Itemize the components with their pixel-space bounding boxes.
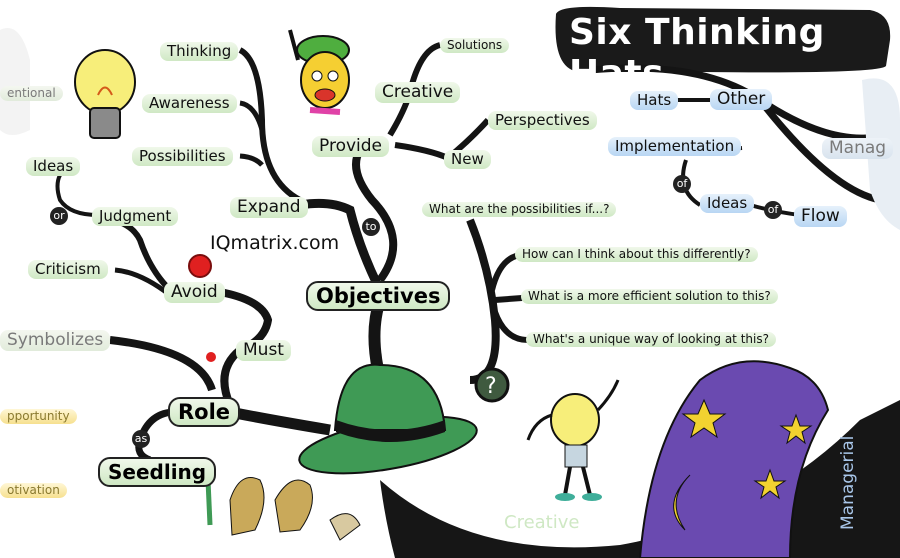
- node-other[interactable]: Other: [710, 89, 773, 111]
- node-intentional[interactable]: entional: [0, 86, 63, 101]
- node-question-unique[interactable]: What's a unique way of looking at this?: [526, 332, 776, 347]
- node-question-possibilities[interactable]: What are the possibilities if...?: [422, 202, 617, 217]
- branch-q4: [492, 310, 529, 343]
- purple-wizard-hat-icon: [638, 360, 830, 558]
- node-flow[interactable]: Flow: [794, 206, 847, 228]
- node-question-efficient[interactable]: What is a more efficient solution to thi…: [521, 289, 778, 304]
- watermark: IQmatrix.com: [207, 232, 343, 254]
- branch-questions: [466, 218, 500, 384]
- node-perspectives[interactable]: Perspectives: [488, 111, 597, 130]
- node-opportunity[interactable]: pportunity: [0, 409, 77, 424]
- node-question-differently[interactable]: How can I think about this differently?: [515, 247, 758, 262]
- node-provide[interactable]: Provide: [312, 136, 390, 158]
- red-pin-icon: [188, 254, 212, 278]
- node-objectives[interactable]: Objectives: [306, 281, 451, 311]
- node-manag[interactable]: Manag: [822, 138, 894, 160]
- branch-symbolizes: [109, 336, 216, 392]
- label-managerial: Managerial: [838, 435, 858, 530]
- node-ideas-left[interactable]: Ideas: [26, 157, 81, 176]
- branch-must: [219, 288, 273, 407]
- node-solutions[interactable]: Solutions: [440, 38, 510, 53]
- node-symbolizes[interactable]: Symbolizes: [0, 330, 111, 352]
- node-criticism[interactable]: Criticism: [28, 260, 108, 279]
- node-hats[interactable]: Hats: [630, 91, 679, 110]
- label-creative-bottom: Creative: [504, 512, 580, 533]
- connector-of-1: of: [673, 175, 691, 193]
- page-title: Six Thinking Hats: [569, 12, 825, 94]
- branch-q3: [494, 295, 523, 303]
- connector-as: as: [132, 430, 150, 448]
- node-expand[interactable]: Expand: [230, 197, 308, 219]
- left-edge-hat: [0, 28, 30, 135]
- gardening-gloves-icon: [205, 477, 361, 541]
- title-area: Six Thinking Hats: [551, 6, 891, 94]
- connector-to: to: [362, 218, 380, 236]
- branch-possibilities: [239, 153, 264, 167]
- branch-ideas-left: [55, 174, 99, 217]
- node-creative[interactable]: Creative: [375, 82, 461, 104]
- node-motivation[interactable]: otivation: [0, 483, 67, 498]
- node-thinking[interactable]: Thinking: [160, 42, 239, 61]
- node-judgment[interactable]: Judgment: [92, 207, 179, 226]
- branch-thinking: [238, 47, 302, 203]
- branch-role: [228, 406, 331, 436]
- branch-provide: [352, 147, 398, 283]
- node-possibilities[interactable]: Possibilities: [132, 147, 233, 166]
- node-awareness[interactable]: Awareness: [142, 94, 237, 113]
- light-bulb-icon: [74, 49, 136, 139]
- red-dot-icon: [206, 352, 216, 362]
- node-avoid[interactable]: Avoid: [164, 282, 225, 304]
- node-new[interactable]: New: [444, 150, 491, 169]
- title-banner: [555, 6, 891, 73]
- branch-flow: [757, 97, 881, 204]
- node-role[interactable]: Role: [168, 397, 241, 427]
- thinking-character-icon: [288, 29, 350, 115]
- connector-of-2: of: [764, 201, 782, 219]
- node-seedling[interactable]: Seedling: [98, 457, 217, 487]
- node-implementation[interactable]: Implementation: [608, 137, 742, 156]
- branch-avoid-judgment: [99, 215, 173, 293]
- question-mark-icon: [474, 367, 510, 403]
- question-mark-glyph: ?: [485, 374, 497, 399]
- branch-expand: [299, 198, 385, 293]
- node-ideas-right[interactable]: Ideas: [700, 194, 755, 213]
- connector-or: or: [50, 207, 68, 225]
- green-hat-icon: [298, 363, 478, 475]
- node-must[interactable]: Must: [236, 340, 291, 362]
- branch-q2: [489, 252, 521, 291]
- branch-awareness: [239, 100, 265, 131]
- bulb-person-icon: [526, 379, 620, 501]
